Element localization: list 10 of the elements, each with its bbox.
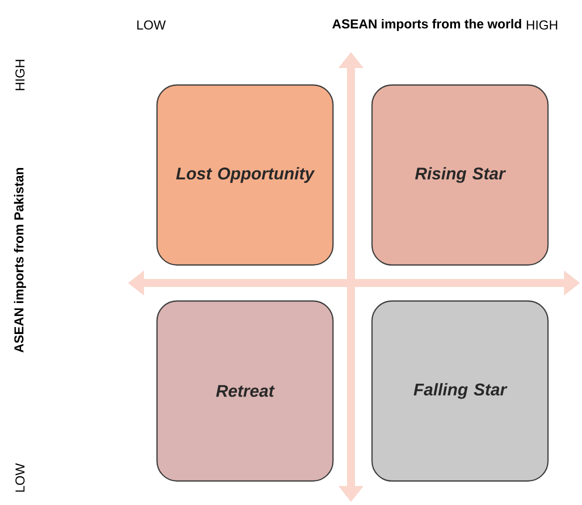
quadrant-box: Falling Star — [371, 300, 549, 482]
quadrant-box: Lost Opportunity — [156, 84, 334, 266]
axis-label: HIGH — [15, 60, 25, 90]
axis-title: ASEAN imports from Pakistan — [14, 168, 26, 352]
axis-label: LOW — [15, 463, 25, 492]
quadrant-box: Rising Star — [371, 84, 549, 266]
axis-title: ASEAN imports from the world — [332, 18, 522, 32]
quadrant-box: Retreat — [156, 300, 334, 482]
axis-label: LOW — [137, 20, 166, 30]
axis-label: HIGH — [526, 20, 558, 30]
